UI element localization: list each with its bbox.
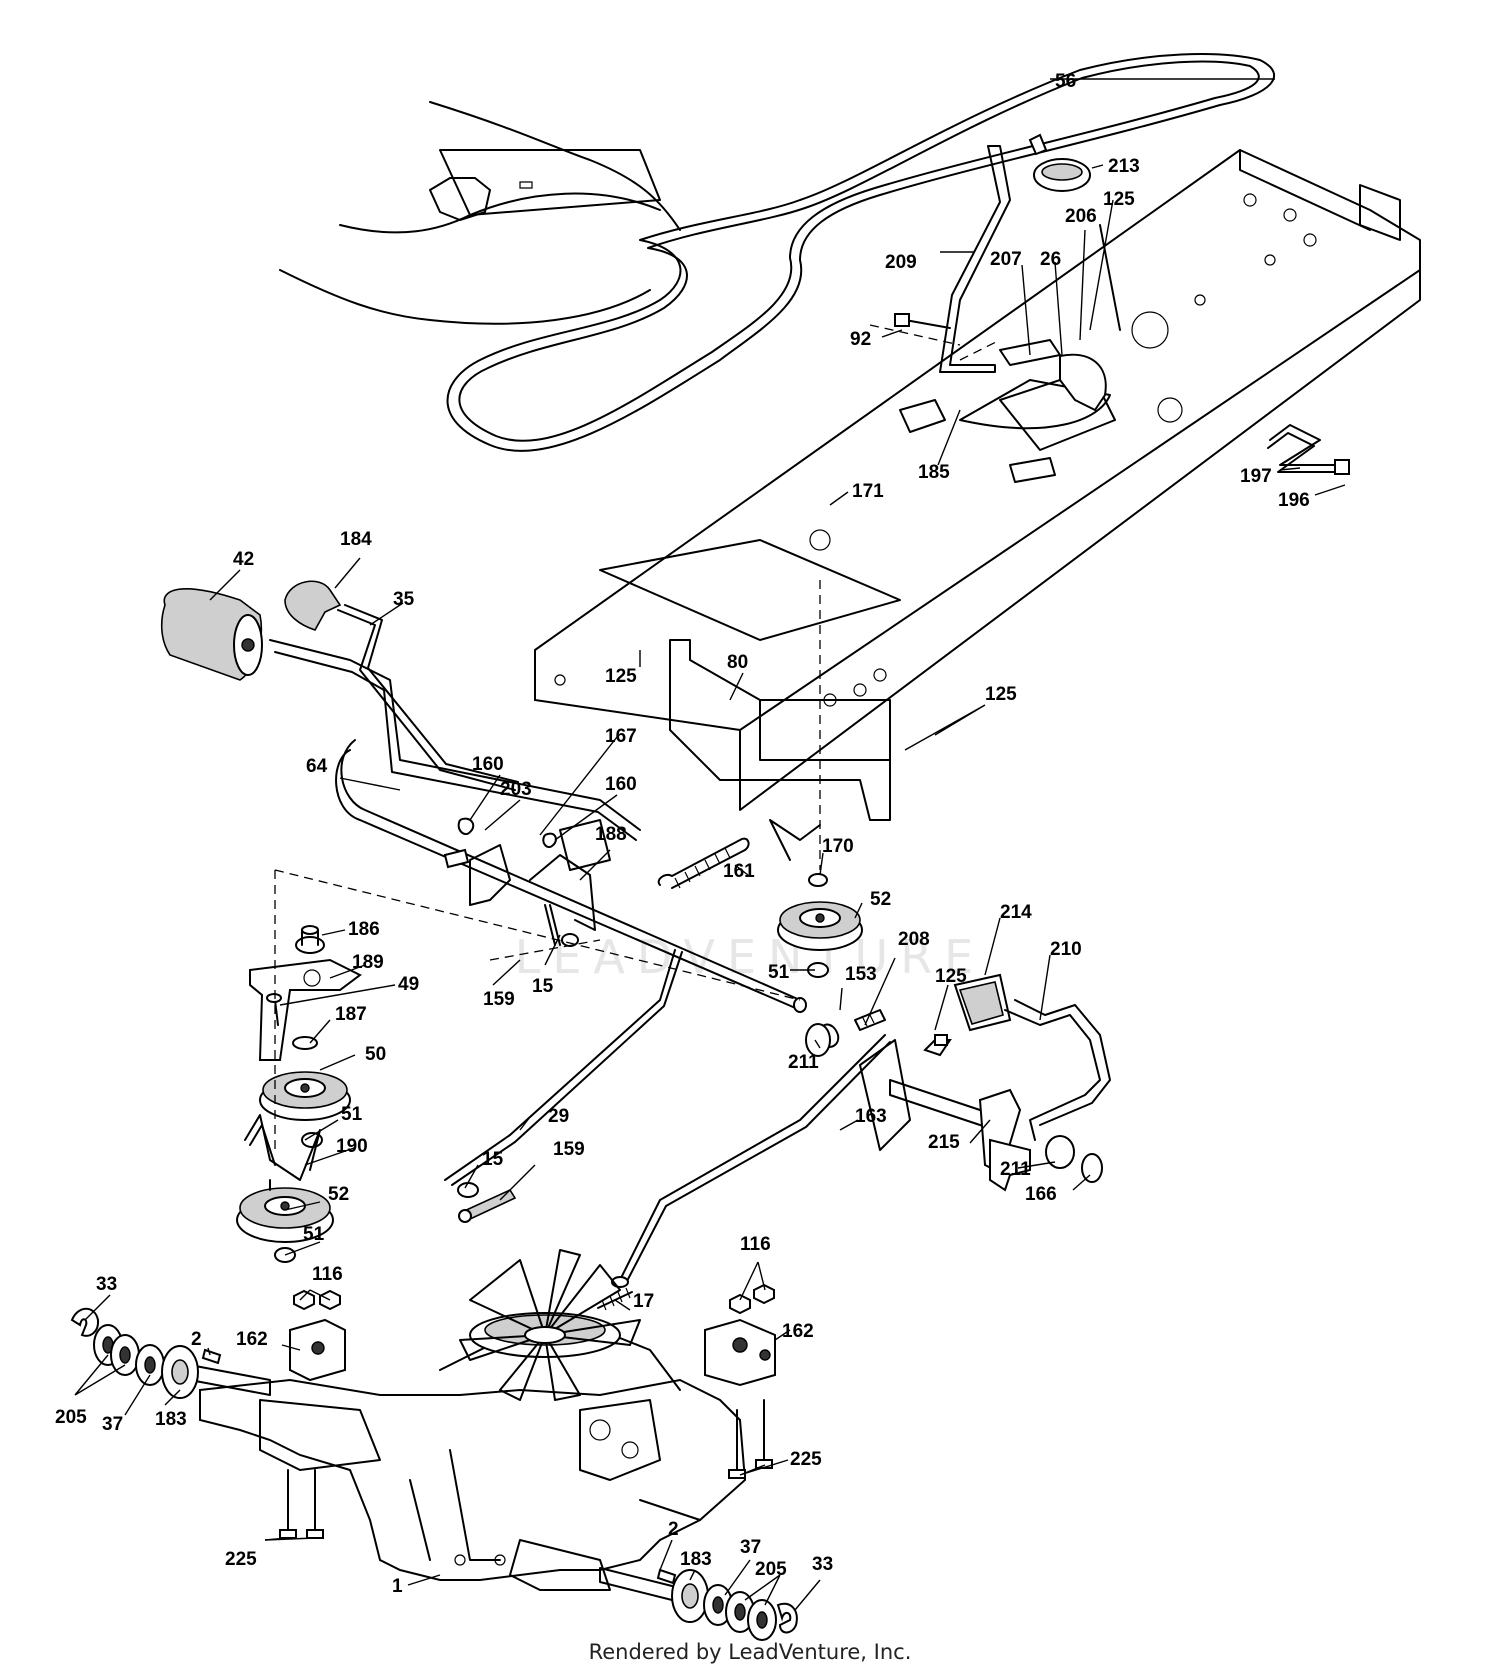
callout-label: 211 (788, 1052, 819, 1073)
callout-label: 26 (1040, 249, 1061, 270)
pivot-bracket (443, 817, 611, 947)
callout-label: 35 (393, 589, 415, 610)
callout-label: 187 (335, 1004, 367, 1025)
callout-label: 184 (340, 529, 372, 550)
left-axle-hardware (70, 1307, 222, 1399)
callout-label: 206 (1065, 206, 1097, 227)
callout-label: 33 (96, 1274, 117, 1295)
callout-label: 116 (312, 1264, 343, 1285)
lever-209 (894, 133, 1121, 412)
callout-label: 209 (885, 252, 917, 273)
callout-label: 42 (233, 549, 254, 570)
hood-panel (279, 101, 681, 325)
mount-block-right (704, 1283, 776, 1479)
callout-label: 167 (605, 726, 637, 747)
callout-label: 64 (306, 756, 328, 777)
callout-label: 190 (336, 1136, 368, 1157)
callout-label: 186 (348, 919, 380, 940)
callout-label: 125 (605, 666, 637, 687)
frame-chassis (534, 149, 1421, 811)
pedal-197 (1267, 424, 1350, 475)
shaft-64 (269, 639, 807, 1013)
callout-label: 52 (328, 1184, 349, 1205)
callout-label: 185 (918, 462, 950, 483)
mount-block-left (279, 1289, 346, 1539)
callout-label: 92 (850, 329, 871, 350)
callout-label: 160 (605, 774, 637, 795)
callout-label: 125 (1103, 189, 1135, 210)
callout-label: 29 (548, 1106, 569, 1127)
callout-label: 52 (870, 889, 891, 910)
spring-161 (657, 837, 750, 889)
rod-29 (444, 949, 683, 1223)
callout-label: 208 (898, 929, 930, 950)
callout-label: 162 (782, 1321, 814, 1342)
pulley-52-lower (236, 1179, 334, 1263)
callout-labels: 56 213 125 206 207 26 209 92 185 197 196… (55, 71, 1310, 1597)
callout-label: 51 (341, 1104, 363, 1125)
callout-label: 163 (855, 1106, 887, 1127)
idler-arm-189 (249, 925, 362, 1061)
callout-label: 15 (482, 1149, 504, 1170)
transmission-1 (199, 1249, 747, 1591)
callout-label: 171 (852, 481, 884, 502)
knob-184 (284, 580, 342, 631)
callout-label: 196 (1278, 490, 1310, 511)
callout-label: 214 (1000, 902, 1032, 923)
callout-label: 37 (740, 1537, 761, 1558)
bracket-80 (669, 639, 891, 821)
callout-label: 207 (990, 249, 1022, 270)
callout-label: 125 (935, 966, 967, 987)
callout-label: 189 (352, 952, 384, 973)
callout-label: 215 (928, 1132, 960, 1153)
pulley-52-upper (769, 819, 863, 978)
callout-label: 153 (845, 964, 877, 985)
spring-190 (244, 1114, 321, 1181)
callout-label: 2 (191, 1329, 202, 1350)
callout-label: 210 (1050, 939, 1082, 960)
leader-lines (74, 78, 1346, 1611)
callout-label: 166 (1025, 1184, 1057, 1205)
callout-label: 162 (236, 1329, 268, 1350)
callout-label: 116 (740, 1234, 771, 1255)
callout-label: 15 (532, 976, 554, 997)
callout-label: 17 (633, 1291, 654, 1312)
drive-belt (446, 53, 1275, 452)
right-axle-hardware (656, 1568, 798, 1641)
callout-label: 1 (392, 1576, 403, 1597)
callout-label: 225 (225, 1549, 257, 1570)
callout-label: 80 (727, 652, 748, 673)
handle-42 (160, 588, 263, 681)
callout-label: 51 (303, 1224, 325, 1245)
callout-label: 170 (822, 836, 854, 857)
callout-label: 205 (55, 1407, 87, 1428)
callout-label: 203 (500, 779, 532, 800)
callout-label: 160 (472, 754, 504, 775)
callout-label: 50 (365, 1044, 386, 1065)
callout-label: 225 (790, 1449, 822, 1470)
footer-credit: Rendered by LeadVenture, Inc. (588, 1640, 912, 1664)
callout-label: 183 (155, 1409, 187, 1430)
rod-163 (611, 1034, 891, 1288)
pedal-assembly (805, 973, 1111, 1192)
callout-label: 188 (595, 824, 627, 845)
callout-label: 37 (102, 1414, 123, 1435)
callout-label: 56 (1055, 71, 1076, 92)
callout-label: 161 (723, 861, 755, 882)
callout-label: 197 (1240, 466, 1272, 487)
callout-label: 211 (1000, 1159, 1031, 1180)
callout-label: 213 (1108, 156, 1140, 177)
callout-label: 51 (768, 962, 790, 983)
callout-label: 205 (755, 1559, 787, 1580)
callout-label: 183 (680, 1549, 712, 1570)
callout-label: 33 (812, 1554, 833, 1575)
callout-label: 159 (553, 1139, 585, 1160)
callout-label: 159 (483, 989, 515, 1010)
callout-label: 49 (398, 974, 419, 995)
callout-label: 2 (668, 1519, 679, 1540)
assembly-lines (274, 324, 1001, 1150)
callout-label: 125 (985, 684, 1017, 705)
